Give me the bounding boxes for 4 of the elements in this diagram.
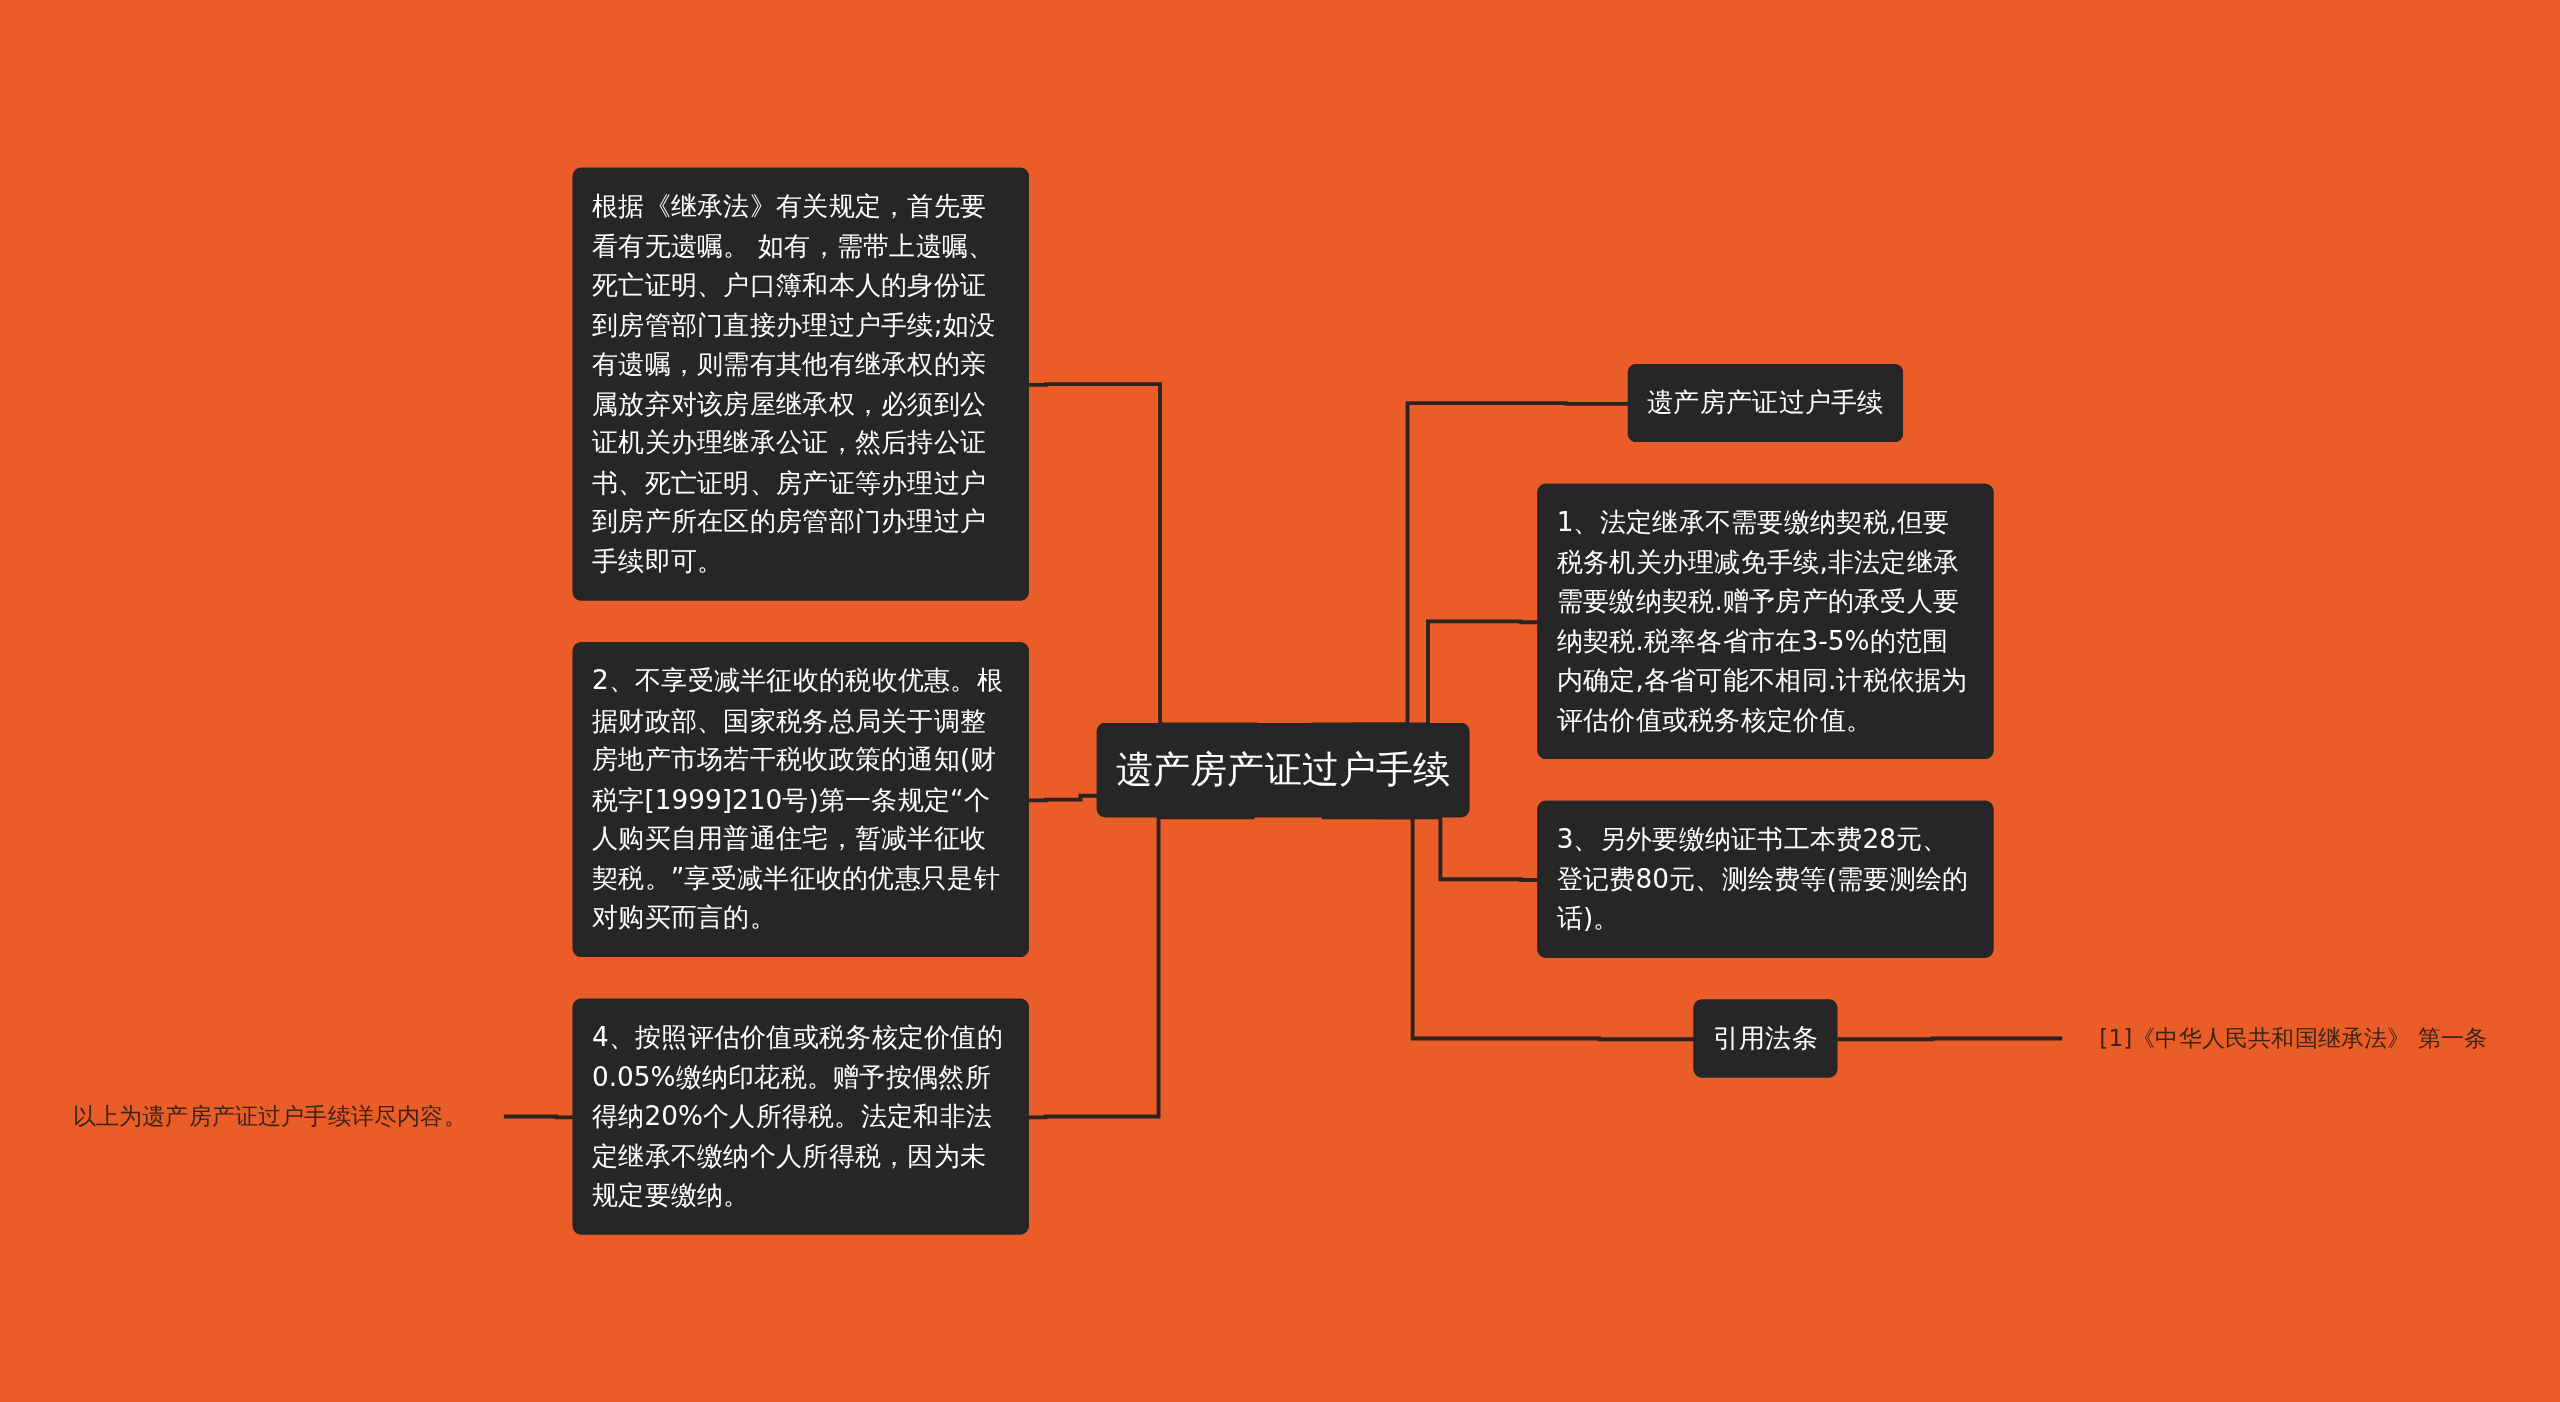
node-text: [1]《中华人民共和国继承法》 第一条 [2099, 1024, 2488, 1052]
connector [1028, 815, 1255, 1120]
node-text: 以上为遗产房产证过户手续详尽内容。 [72, 1102, 467, 1131]
connector [1837, 1036, 2063, 1042]
